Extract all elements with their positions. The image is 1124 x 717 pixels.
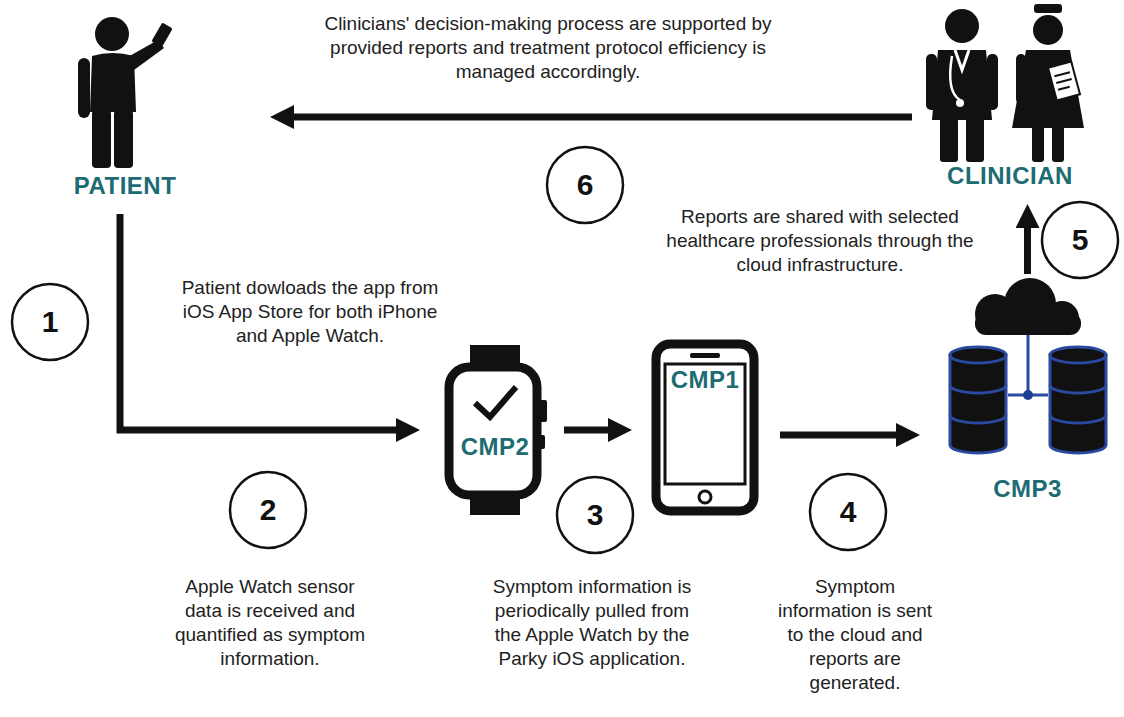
clipboard <box>1048 61 1080 100</box>
circle-outline <box>12 284 88 360</box>
device-icon: CMP1 <box>650 340 760 515</box>
step-number: 5 <box>1040 200 1120 280</box>
doctor-figure <box>926 9 998 162</box>
nurse-leg <box>1052 126 1064 162</box>
callout-number: 1 <box>42 305 59 339</box>
cloud <box>975 278 1081 335</box>
patient-phone <box>151 22 172 47</box>
doctor-collar <box>955 50 969 70</box>
stethoscope <box>950 56 960 100</box>
node-title: CMP1 <box>671 366 740 394</box>
patient-leg <box>92 110 111 168</box>
nurse-head <box>1033 15 1063 45</box>
watch-body <box>449 367 537 495</box>
phone-screen <box>665 364 745 484</box>
step-description: Patient dowloads the app from iOS App St… <box>165 276 455 348</box>
stethoscope-head <box>956 99 964 107</box>
phone-speaker <box>690 353 720 358</box>
circle-outline <box>230 472 306 548</box>
nurse-cap <box>1034 4 1062 13</box>
database-cylinder <box>950 347 1006 453</box>
phone-icon <box>656 344 754 511</box>
step-description: Reports are shared with selected healthc… <box>660 205 980 277</box>
flow-arrow <box>1024 226 1031 274</box>
step-description: Symptom information is sent to the cloud… <box>770 575 940 695</box>
step-number: 2 <box>228 470 308 550</box>
step-description: Symptom information is periodically pull… <box>487 575 697 671</box>
phone-home-button <box>699 491 711 503</box>
doctor-coat <box>932 50 992 120</box>
doctor-arm <box>987 54 998 110</box>
doctor-head <box>945 9 979 43</box>
circle-outline <box>810 474 886 550</box>
step-description: Apple Watch sensor data is received and … <box>165 575 375 671</box>
step-number: 3 <box>555 475 635 555</box>
nurse-arm <box>1016 54 1026 104</box>
patient-head <box>95 17 129 51</box>
actor-figure: PATIENT <box>60 10 190 206</box>
circle-outline <box>1042 202 1118 278</box>
step-number: 4 <box>808 472 888 552</box>
callout-number: 6 <box>577 168 594 202</box>
network-node <box>1023 390 1033 400</box>
node-title: PATIENT <box>74 172 177 200</box>
doctor-arm <box>926 54 937 110</box>
node-title: CMP3 <box>993 475 1062 503</box>
device-icon: CMP2 <box>440 345 550 515</box>
watch-icon <box>449 345 547 515</box>
doctor-leg <box>966 118 984 162</box>
doctor-leg <box>940 118 958 162</box>
callout-number: 3 <box>587 498 604 532</box>
watch-crown <box>539 400 547 422</box>
phone-body <box>656 344 754 511</box>
cloud-database-icon <box>950 278 1106 453</box>
step-number: 6 <box>545 145 625 225</box>
nurse-figure <box>1012 4 1084 162</box>
patient-arm <box>78 58 90 118</box>
nurse-leg <box>1032 126 1044 162</box>
callout-number: 4 <box>840 495 857 529</box>
patient-figure <box>78 17 173 168</box>
patient-leg <box>114 110 133 168</box>
flow-arrow <box>780 432 898 439</box>
circle-outline <box>547 147 623 223</box>
flow-arrow <box>564 427 610 434</box>
network-link <box>1008 335 1048 395</box>
cloud-icon: CMP3 <box>945 280 1110 510</box>
database-cylinder <box>1050 347 1106 453</box>
nurse-dress <box>1012 50 1084 128</box>
flow-arrow <box>292 114 912 121</box>
node-title: CLINICIAN <box>947 162 1073 190</box>
actor-figure: CLINICIAN <box>915 0 1105 196</box>
node-title: CMP2 <box>461 433 530 461</box>
step-number: 1 <box>10 282 90 362</box>
check-mark <box>475 387 516 417</box>
step-description: Clinicians' decision-making process are … <box>318 12 778 84</box>
callout-number: 2 <box>260 493 277 527</box>
callout-number: 5 <box>1072 223 1089 257</box>
circle-outline <box>557 477 633 553</box>
watch-button <box>539 435 545 449</box>
